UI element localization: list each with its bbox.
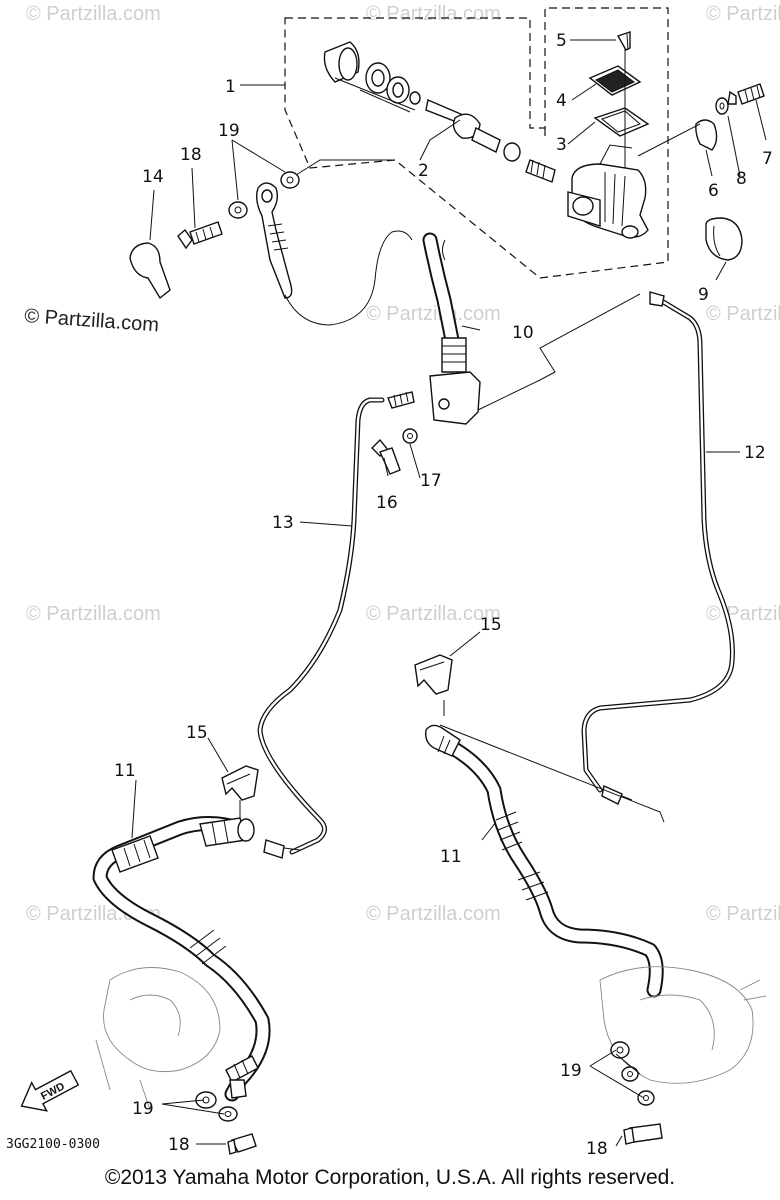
master-cylinder-body <box>567 144 649 239</box>
watermark-prominent: © Partzilla.com <box>24 305 160 336</box>
watermark: © Partzilla.com <box>706 3 780 25</box>
watermark: © Partzilla.com <box>706 603 780 625</box>
callout-2: 2 <box>418 161 429 181</box>
joint-and-upper-hose <box>371 232 641 475</box>
callout-19-top: 19 <box>218 121 240 141</box>
diagram-code: 3GG2100-0300 <box>6 1137 100 1152</box>
reservoir-cap-parts <box>588 31 650 168</box>
callout-19-right: 19 <box>560 1061 582 1081</box>
callout-3: 3 <box>556 135 567 155</box>
callout-18-left: 18 <box>168 1135 190 1155</box>
callout-12: 12 <box>744 443 766 463</box>
callout-11-left: 11 <box>114 761 136 781</box>
brake-pipe-13 <box>257 397 385 859</box>
watermark: © Partzilla.com <box>366 303 501 325</box>
watermarks: © Partzilla.com © Partzilla.com © Partzi… <box>24 3 780 925</box>
callout-18-top: 18 <box>180 145 202 165</box>
callout-14: 14 <box>142 167 164 187</box>
fwd-label: FWD <box>39 1080 67 1102</box>
piston-kit <box>323 41 556 183</box>
callout-11-right: 11 <box>440 847 462 867</box>
master-cylinder-assembly-outline <box>240 7 669 279</box>
callout-10: 10 <box>512 323 534 343</box>
callout-6: 6 <box>708 181 719 201</box>
callout-13: 13 <box>272 513 294 533</box>
callout-5: 5 <box>556 31 567 51</box>
callout-4: 4 <box>556 91 567 111</box>
watermark: © Partzilla.com <box>366 3 501 25</box>
watermark: © Partzilla.com <box>706 903 780 925</box>
copyright-notice: ©2013 Yamaha Motor Corporation, U.S.A. A… <box>104 1166 676 1189</box>
callout-19-left: 19 <box>132 1099 154 1119</box>
caliper-sketches <box>95 966 767 1111</box>
callout-15-left: 15 <box>186 723 208 743</box>
fwd-arrow-icon: FWD <box>20 1069 80 1112</box>
watermark: © Partzilla.com <box>706 303 780 325</box>
watermark: © Partzilla.com <box>366 603 501 625</box>
lower-bolts-washers <box>195 1041 663 1155</box>
parts-diagram: © Partzilla.com © Partzilla.com © Partzi… <box>6 3 780 1159</box>
left-brake-hose <box>92 815 271 1102</box>
callout-17: 17 <box>420 471 442 491</box>
brake-pipe-12 <box>581 291 735 805</box>
clamp-and-boot <box>637 83 765 261</box>
callout-15-right: 15 <box>480 615 502 635</box>
callout-1: 1 <box>225 77 236 97</box>
watermark: © Partzilla.com <box>366 903 501 925</box>
watermark: © Partzilla.com <box>26 3 161 25</box>
watermark: © Partzilla.com <box>26 603 161 625</box>
callout-16: 16 <box>376 493 398 513</box>
leader-lines <box>131 39 767 1147</box>
hose-clips <box>221 654 453 818</box>
callout-9: 9 <box>698 285 709 305</box>
callout-18-right: 18 <box>586 1139 608 1159</box>
right-brake-hose <box>424 700 665 998</box>
left-fittings <box>129 159 413 326</box>
callouts: 1 2 3 4 5 6 7 8 9 10 11 11 12 13 14 15 1… <box>114 31 773 1159</box>
callout-8: 8 <box>736 169 747 189</box>
callout-7: 7 <box>762 149 773 169</box>
